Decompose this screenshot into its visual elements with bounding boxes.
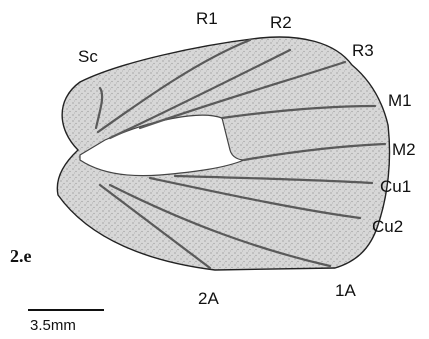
- label-m1: M1: [388, 91, 412, 110]
- scale-bar-label: 3.5mm: [30, 317, 76, 334]
- label-1a: 1A: [335, 281, 356, 300]
- label-cu1: Cu1: [380, 177, 411, 196]
- figure-id: 2.e: [10, 246, 32, 266]
- label-m2: M2: [392, 140, 416, 159]
- label-r2: R2: [270, 13, 292, 32]
- label-sc: Sc: [78, 47, 98, 66]
- label-cu2: Cu2: [372, 217, 403, 236]
- label-2a: 2A: [198, 289, 219, 308]
- label-r3: R3: [352, 41, 374, 60]
- label-r1: R1: [196, 9, 218, 28]
